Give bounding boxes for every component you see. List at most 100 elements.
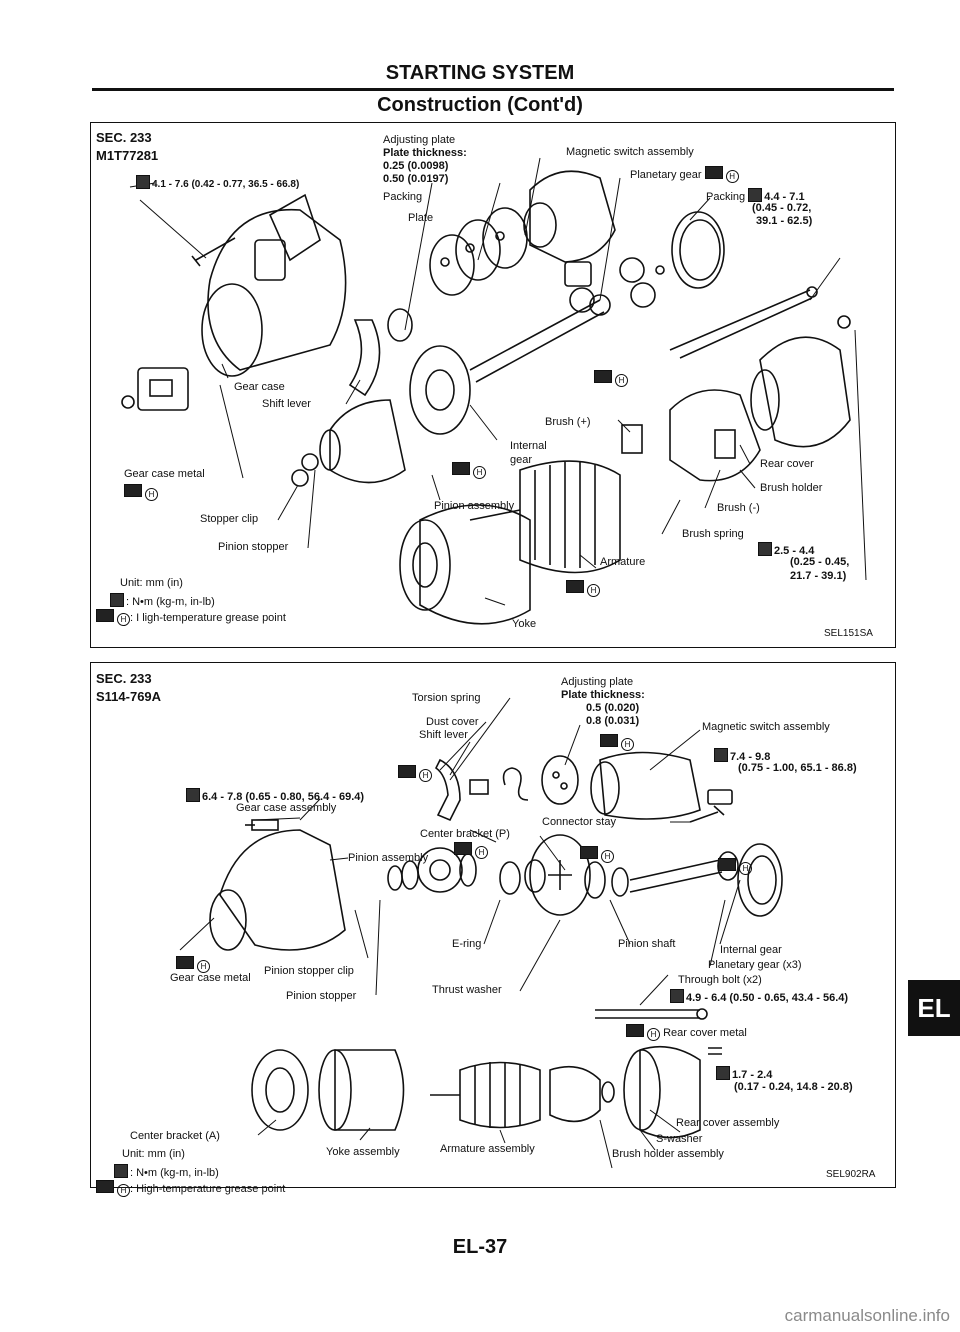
legend-torque-1: : N•m (kg-m, in-lb) [110, 593, 215, 609]
legend-grease-2: H: High-temperature grease point [96, 1180, 285, 1197]
label-rear-cover-assembly: Rear cover assembly [676, 1117, 780, 1129]
grease-point-icon [594, 370, 612, 383]
bolt-left [191, 237, 236, 267]
torque-wrench-icon [136, 175, 150, 189]
figure-code-1: SEL151SA [824, 628, 873, 639]
page-number: EL-37 [452, 1236, 508, 1258]
h-mark-icon: H [725, 170, 739, 183]
h-mark-icon: H [117, 1184, 130, 1197]
label-packing-2: Packing 4.4 - 7.1 [706, 188, 805, 204]
label-pinion-assembly-2: Pinion assembly [348, 852, 429, 864]
grease-point-icon [600, 734, 618, 747]
label-dust-cover: Dust cover [426, 716, 479, 728]
torque-gear-case: 6.4 - 7.8 (0.65 - 0.80, 56.4 - 69.4) [186, 788, 364, 804]
label-connector-stay: Connector stay [542, 816, 616, 828]
h-mark-icon: H [197, 960, 210, 973]
label-pinion-stopper-clip: Pinion stopper clip [264, 965, 354, 977]
label-torsion-spring: Torsion spring [412, 692, 481, 704]
grease-point-icon [96, 1180, 114, 1193]
center-bracket-a-part [251, 1049, 309, 1131]
label-stopper-clip: Stopper clip [200, 513, 259, 525]
h-mark-icon: H [601, 850, 614, 863]
label-planetary-gear-2: Planetary gear (x3) [708, 959, 802, 971]
label-magnetic-switch-2: Magnetic switch assembly [702, 721, 830, 733]
section-number-2: SEC. 233 [96, 671, 152, 686]
label-thrust-washer: Thrust washer [432, 984, 502, 996]
section-tab-el: EL [908, 980, 960, 1036]
brush-holder-2-part [549, 1065, 615, 1123]
label-e-ring: E-ring [452, 938, 482, 950]
grease-point-icon [124, 484, 142, 497]
adjusting-plates [429, 207, 528, 296]
rear-cover-2-part [623, 1045, 722, 1139]
grease-point-icon [96, 609, 114, 622]
h-mark-icon: H [475, 846, 488, 859]
yoke-2-part [318, 1049, 405, 1131]
center-bracket-p-part [529, 834, 591, 916]
diagram-panel-s114-769a [90, 662, 896, 1188]
gear-case-assembly-part [209, 829, 346, 951]
grease-mark-mag-switch: H [600, 734, 634, 751]
label-magnetic-switch: Magnetic switch assembly [566, 146, 694, 158]
label-yoke-assembly: Yoke assembly [326, 1146, 400, 1158]
armature-2-part [430, 1061, 541, 1129]
h-mark-icon: H [419, 769, 432, 782]
pinion-shaft [469, 294, 611, 383]
section-number-1: SEC. 233 [96, 130, 152, 145]
legend-grease-1: H: I ligh-temperature grease point [96, 609, 286, 626]
thickness-value-2-1: 0.5 (0.020) [586, 702, 640, 714]
torque-rear-line1: 1.7 - 2.4 [716, 1066, 772, 1082]
grease-mark-internal-gear: H [452, 462, 486, 479]
shift-lever-part [348, 308, 413, 397]
h-mark-icon: H [621, 738, 634, 751]
brush-holder-part [621, 389, 761, 482]
e-ring-parts [499, 859, 546, 895]
grease-point-icon [454, 842, 472, 855]
legend-torque-2: : N•m (kg-m, in-lb) [114, 1164, 219, 1180]
label-brush-spring: Brush spring [682, 528, 744, 540]
grease-point-icon [452, 462, 470, 475]
torque-through-bolt: 4.9 - 6.4 (0.50 - 0.65, 43.4 - 56.4) [670, 989, 848, 1005]
torque-wrench-icon [758, 542, 772, 556]
armature-part [469, 460, 621, 574]
label-armature: Armature [600, 556, 646, 568]
grease-point-icon [566, 580, 584, 593]
torque-wrench-icon [716, 1066, 730, 1080]
grease-point-icon [176, 956, 194, 969]
torque-mag-line1: 7.4 - 9.8 [714, 748, 770, 764]
label-gear-case-assembly: Gear case assembly [236, 802, 337, 814]
yoke-part [399, 504, 531, 625]
adjusting-plate-2 [541, 755, 579, 805]
magnetic-switch-part [523, 170, 616, 287]
h-mark-icon: H [739, 862, 752, 875]
grease-point-icon [580, 846, 598, 859]
label-brush-minus: Brush (-) [717, 502, 760, 514]
planetary-gears [569, 257, 665, 313]
torque-spec-top: 4.1 - 7.6 (0.42 - 0.77, 36.5 - 66.8) [136, 175, 299, 191]
label-internal-gear: Internal gear [720, 944, 782, 956]
grease-point-icon [398, 765, 416, 778]
grease-mark-internal-gear-2: H [718, 858, 752, 875]
model-number-1: M1T77281 [96, 148, 159, 163]
label-plate-thickness: Plate thickness: [383, 147, 467, 159]
label-yoke: Yoke [512, 618, 537, 630]
label-pinion-assembly: Pinion assembly [434, 500, 515, 512]
thrust-washer-part [584, 861, 629, 899]
label-planetary-gear: Planetary gear H [630, 166, 739, 183]
h-mark-icon: H [615, 374, 628, 387]
torque-wrench-icon [714, 748, 728, 762]
grease-point-icon [626, 1024, 644, 1037]
torque-wrench-icon [114, 1164, 128, 1178]
label-gear-case: Gear case [234, 381, 285, 393]
label-pinion-stopper-2: Pinion stopper [286, 990, 357, 1002]
grease-mark-gear-case-metal: H [124, 484, 158, 501]
gear-case-metal-part [121, 367, 189, 411]
label-gear-case-metal: Gear case metal [124, 468, 205, 480]
legend-unit-2: Unit: mm (in) [122, 1148, 185, 1160]
torque-wrench-icon [186, 788, 200, 802]
label-brush-holder: Brush holder [760, 482, 823, 494]
label-center-bracket-p: Center bracket (P) [420, 828, 510, 840]
label-s-washer: S-washer [656, 1133, 703, 1145]
shift-lever-2-part [434, 758, 489, 822]
